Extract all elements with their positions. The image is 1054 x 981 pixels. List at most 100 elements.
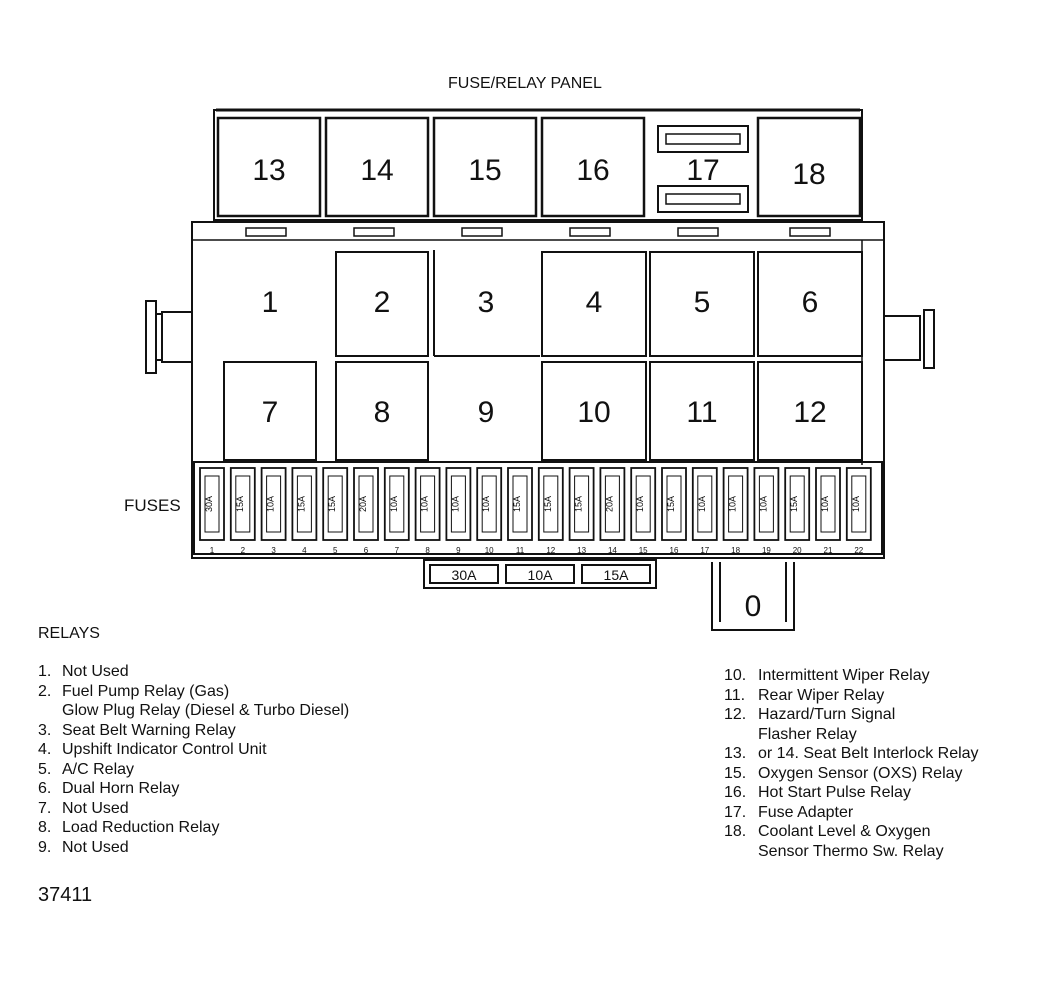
left-mount-tab	[161, 311, 192, 363]
legend-item: 6.Dual Horn Relay	[38, 779, 349, 799]
fuse-number: 5	[333, 546, 338, 555]
figure-number: 37411	[38, 884, 93, 906]
legend-item-number: 16.	[724, 784, 747, 801]
bottom-fuse-rating: 30A	[452, 567, 478, 583]
fuse-number: 9	[456, 546, 461, 555]
fuse-adapter-slot-upper	[657, 125, 749, 153]
top-relay-label: 14	[360, 154, 393, 187]
fuse-13	[568, 467, 595, 541]
legend-item-text: Seat Belt Warning Relay	[62, 721, 236, 739]
fuse-12	[537, 467, 564, 541]
panel-title: FUSE/RELAY PANEL	[448, 75, 602, 92]
legend-item: Glow Plug Relay (Diesel & Turbo Diesel)	[38, 701, 349, 721]
relay-label: 7	[262, 396, 279, 429]
fuse-rating: 15A	[574, 496, 584, 512]
legend-item-text: Not Used	[62, 799, 129, 817]
legend-item: 4.Upshift Indicator Control Unit	[38, 740, 349, 760]
relay-label: 10	[577, 396, 610, 429]
fuse-rating: 30A	[204, 496, 214, 512]
relay-2	[335, 251, 429, 357]
bottom-fuse-2	[505, 564, 575, 584]
fuse-number: 2	[241, 546, 246, 555]
legend-item-text: Rear Wiper Relay	[758, 686, 885, 704]
relay-10	[541, 361, 647, 461]
fuse-rating: 10A	[266, 496, 276, 512]
relay-label: 3	[478, 286, 495, 319]
relay-label: 8	[374, 396, 391, 429]
fuse-8	[414, 467, 441, 541]
legend-item: 12.Hazard/Turn Signal	[724, 705, 979, 725]
legend-item: Flasher Relay	[724, 725, 979, 745]
fuse-rating: 10A	[758, 496, 768, 512]
top-relay-label: 15	[468, 154, 501, 187]
fuse-rating: 10A	[851, 496, 861, 512]
top-relay-label: 13	[252, 154, 285, 187]
relay-6	[757, 251, 863, 357]
fuse-number: 19	[762, 546, 771, 555]
fuse-number: 15	[639, 546, 648, 555]
fuse-21	[815, 467, 841, 541]
relay-5	[649, 251, 755, 357]
fuse-14	[599, 467, 626, 541]
bottom-fuse-rating: 10A	[528, 567, 554, 583]
fuse-strip	[193, 461, 883, 555]
relays-heading: RELAYS	[38, 625, 100, 642]
legend-item-number: 15.	[724, 764, 747, 782]
right-mount-flange	[923, 309, 935, 369]
fuse-rating: 10A	[728, 496, 738, 512]
legend-item: 7. Not Used	[38, 799, 349, 819]
top-relay-14	[324, 116, 430, 218]
fuse-rating: 10A	[389, 496, 399, 512]
relay-label: 2	[374, 286, 391, 319]
fuse-number: 16	[670, 546, 679, 555]
relay-11	[649, 361, 755, 461]
relay-label: 11	[686, 396, 717, 429]
fuse-number: 17	[700, 546, 709, 555]
fuse-number: 7	[395, 546, 400, 555]
fuse-rating: 15A	[296, 496, 306, 512]
fuse-20	[784, 467, 811, 541]
legend-item: 2.Fuel Pump Relay (Gas)	[38, 682, 349, 702]
fuse-number: 18	[731, 546, 740, 555]
relay-label: 6	[802, 286, 819, 319]
fuse-1	[199, 467, 225, 541]
top-relay-label: 18	[792, 158, 825, 191]
fuse-number: 3	[271, 546, 276, 555]
fuse-number: 11	[516, 546, 525, 555]
fuse-rating: 10A	[635, 496, 645, 512]
fuse-number: 22	[854, 546, 863, 555]
bottom-fuse-3	[581, 564, 651, 584]
legend-item: 10.Intermittent Wiper Relay	[724, 666, 979, 686]
legend-item-text: Sensor Thermo Sw. Relay	[758, 842, 944, 860]
legend-item-text: Hot Start Pulse Relay	[758, 784, 911, 801]
legend-item-number: 7.	[38, 799, 52, 817]
legend-item-number: 3.	[38, 721, 52, 739]
legend-item-text: or 14. Seat Belt Interlock Relay	[758, 745, 979, 762]
fuse-19	[753, 467, 780, 541]
legend-item-number: 11.	[724, 686, 746, 704]
fuse-number: 12	[546, 546, 555, 555]
fuse-22	[845, 467, 872, 541]
legend-item: 9.Not Used	[38, 838, 349, 858]
bottom-fuse-holder	[423, 559, 657, 589]
fuse-number: 6	[364, 546, 369, 555]
legend-item: 5.A/C Relay	[38, 760, 349, 780]
legend-item: 16. Hot Start Pulse Relay	[724, 783, 979, 803]
legend-item: 18.Coolant Level & Oxygen	[724, 822, 979, 842]
top-relay-16	[540, 116, 646, 218]
legend-item-number: 13.	[724, 745, 747, 762]
legend-item-text: Coolant Level & Oxygen	[758, 823, 931, 840]
fuse-number: 14	[608, 546, 617, 555]
relay-label: 5	[694, 286, 711, 319]
fuse-rating: 15A	[235, 496, 245, 512]
legend-item: 13. or 14. Seat Belt Interlock Relay	[724, 744, 979, 764]
legend-item-text: Upshift Indicator Control Unit	[62, 741, 267, 758]
fuse-number: 4	[302, 546, 307, 555]
top-relay-label: 17	[686, 154, 719, 187]
fuse-rating: 10A	[697, 496, 707, 512]
fuse-rating: 15A	[666, 496, 676, 512]
top-relay-block	[213, 109, 863, 221]
legend-item-text: Dual Horn Relay	[62, 780, 180, 797]
legend-item: 1.Not Used	[38, 662, 349, 682]
